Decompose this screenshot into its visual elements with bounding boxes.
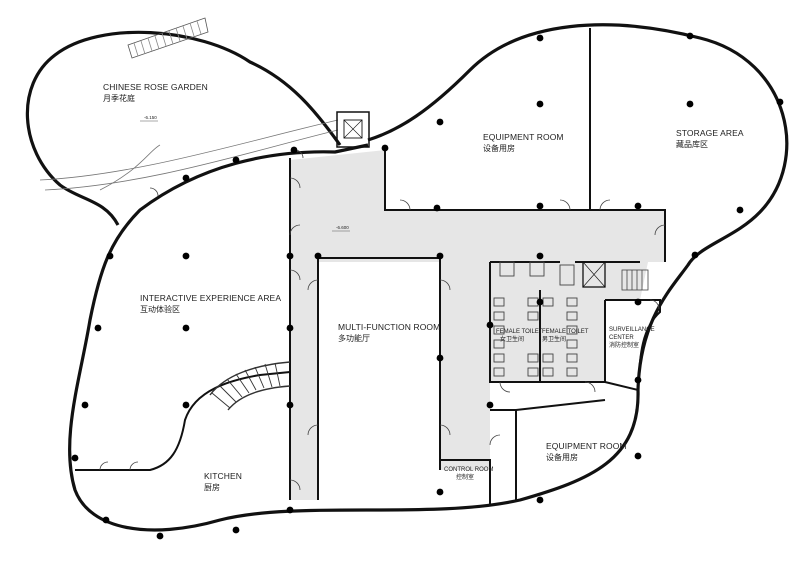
female-toilet-right-label-cn: 男卫生间 xyxy=(542,335,566,343)
female-toilet-right-label-en: FEMALE TOILET xyxy=(542,329,589,335)
east-stair xyxy=(621,269,649,291)
storage-area-label-en: STORAGE AREA xyxy=(676,128,744,138)
kitchen-label-cn: 厨房 xyxy=(204,482,220,492)
corridor-level-mark: -6.600 xyxy=(336,225,349,230)
columns xyxy=(71,32,784,540)
interactive-experience-label-cn: 互动体验区 xyxy=(140,304,180,314)
outer-walls xyxy=(25,23,789,532)
garden-level-mark: -6.150 xyxy=(144,115,157,120)
main-building-wall xyxy=(68,23,789,532)
rose-garden-wall xyxy=(25,30,342,226)
multi-function-room-label-en: MULTI-FUNCTION ROOM xyxy=(338,322,440,332)
level-markers: -6.150 -6.600 xyxy=(140,115,350,232)
female-toilet-left-label-en: FEMALE TOILET xyxy=(496,329,543,335)
control-room-label-en: CONTROL ROOM xyxy=(444,467,493,473)
female-toilet-left-label-cn: 女卫生间 xyxy=(500,335,524,343)
doors xyxy=(99,149,666,491)
equipment-room-north-label-cn: 设备用房 xyxy=(483,143,515,153)
control-room-label-cn: 控制室 xyxy=(456,473,474,481)
equipment-room-south-label-en: EQUIPMENT ROOM xyxy=(546,441,627,451)
storage-area-label-cn: 藏品库区 xyxy=(676,139,708,149)
rose-garden-details xyxy=(39,17,339,191)
rose-garden-stairs xyxy=(127,17,209,59)
kitchen-stair xyxy=(209,361,291,411)
interactive-experience-label-en: INTERACTIVE EXPERIENCE AREA xyxy=(140,293,281,303)
elevator-core-north xyxy=(336,111,370,148)
kitchen-label-en: KITCHEN xyxy=(204,471,242,481)
equipment-room-south-label-cn: 设备用房 xyxy=(546,452,578,462)
rose-garden-label-cn: 月季花庭 xyxy=(103,93,135,103)
multi-function-room-label-cn: 多功能厅 xyxy=(338,333,370,343)
surveillance-center-label-en2: CENTER xyxy=(609,335,634,341)
elevator-core-east xyxy=(582,261,606,288)
surveillance-center-label-cn: 消防控制室 xyxy=(609,341,639,349)
toilet-stalls xyxy=(493,261,578,377)
circulation-area xyxy=(290,150,665,500)
room-labels: CHINESE ROSE GARDEN 月季花庭 EQUIPMENT ROOM … xyxy=(103,82,744,492)
rose-garden-label-en: CHINESE ROSE GARDEN xyxy=(103,82,208,92)
equipment-room-north-label-en: EQUIPMENT ROOM xyxy=(483,132,564,142)
surveillance-center-label-en1: SURVEILLANCE xyxy=(609,327,655,333)
